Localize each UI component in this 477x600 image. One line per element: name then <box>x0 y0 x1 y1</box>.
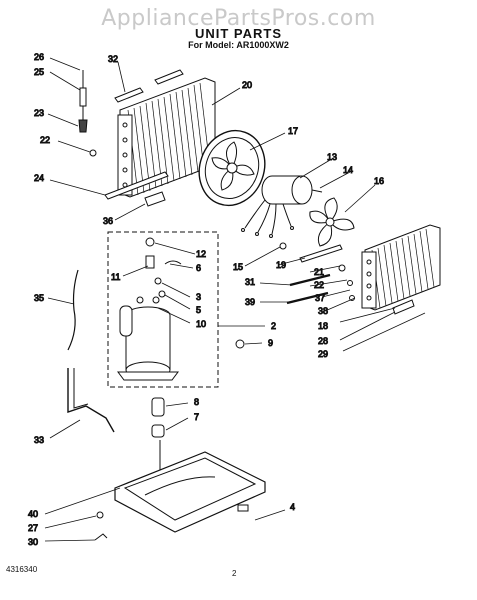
part-label: 23 <box>34 108 44 118</box>
fan-motor <box>241 175 323 238</box>
part-label: 33 <box>34 435 44 445</box>
part-label: 2 <box>271 321 276 331</box>
part-number-labels: 26 25 23 22 24 36 32 20 17 13 14 16 15 1… <box>28 52 385 548</box>
wire-harness <box>67 269 79 351</box>
compressor <box>117 296 179 381</box>
blower-wheel <box>198 129 266 207</box>
part-label: 24 <box>34 173 44 183</box>
leader-lines <box>44 57 426 542</box>
drain-tube <box>67 368 115 433</box>
model-subtitle: For Model: AR1000XW2 <box>188 40 289 50</box>
part-label: 5 <box>196 305 201 315</box>
terminal-parts <box>145 237 182 298</box>
evaporator-coil <box>361 224 441 311</box>
clip-icon <box>94 533 108 541</box>
part-label: 3 <box>196 292 201 302</box>
part-label: 18 <box>318 321 328 331</box>
watermark: AppliancePartsPros.com <box>101 6 376 31</box>
part-label: 37 <box>315 293 325 303</box>
part-label: 40 <box>28 509 38 519</box>
part-label: 30 <box>28 537 38 547</box>
part-label: 10 <box>196 319 206 329</box>
part-label: 36 <box>103 216 113 226</box>
part-label: 11 <box>111 272 120 282</box>
part-label: 27 <box>28 523 38 533</box>
bracket-strips <box>114 69 184 103</box>
condenser-coil <box>117 77 216 198</box>
part-label: 13 <box>327 152 337 162</box>
part-label: 39 <box>245 297 255 307</box>
screw-icon <box>96 511 104 519</box>
base-pan <box>114 440 266 533</box>
part-label: 16 <box>374 176 384 186</box>
screw-icon <box>89 149 97 157</box>
part-label: 21 <box>314 267 324 277</box>
part-label: 14 <box>343 165 353 175</box>
part-label: 19 <box>276 260 286 270</box>
part-label: 28 <box>318 336 328 346</box>
bottom-brace <box>104 171 169 207</box>
thermostat-sensor <box>78 70 88 133</box>
part-label: 29 <box>318 349 328 359</box>
part-label: 7 <box>194 412 199 422</box>
part-label: 8 <box>194 397 199 407</box>
compressor-assembly-box <box>107 231 219 388</box>
diagram-title: UNIT PARTS <box>194 26 283 41</box>
part-label: 25 <box>34 67 44 77</box>
grommets <box>151 397 165 438</box>
part-label: 20 <box>242 80 252 90</box>
grommet-icon <box>235 339 245 349</box>
page-number: 2 <box>232 569 237 578</box>
part-label: 22 <box>314 280 324 290</box>
part-label: 15 <box>233 262 243 272</box>
part-label: 4 <box>290 502 295 512</box>
part-label: 17 <box>288 126 298 136</box>
document-number: 4316340 <box>6 565 38 574</box>
part-label: 22 <box>40 135 50 145</box>
condenser-fan-blade <box>309 197 355 247</box>
part-label: 31 <box>245 277 255 287</box>
part-label: 32 <box>108 54 118 64</box>
part-label: 6 <box>196 263 201 273</box>
part-label: 35 <box>34 293 44 303</box>
part-label: 12 <box>196 249 206 259</box>
part-label: 38 <box>318 306 328 316</box>
part-label: 9 <box>268 338 273 348</box>
part-label: 26 <box>34 52 44 62</box>
